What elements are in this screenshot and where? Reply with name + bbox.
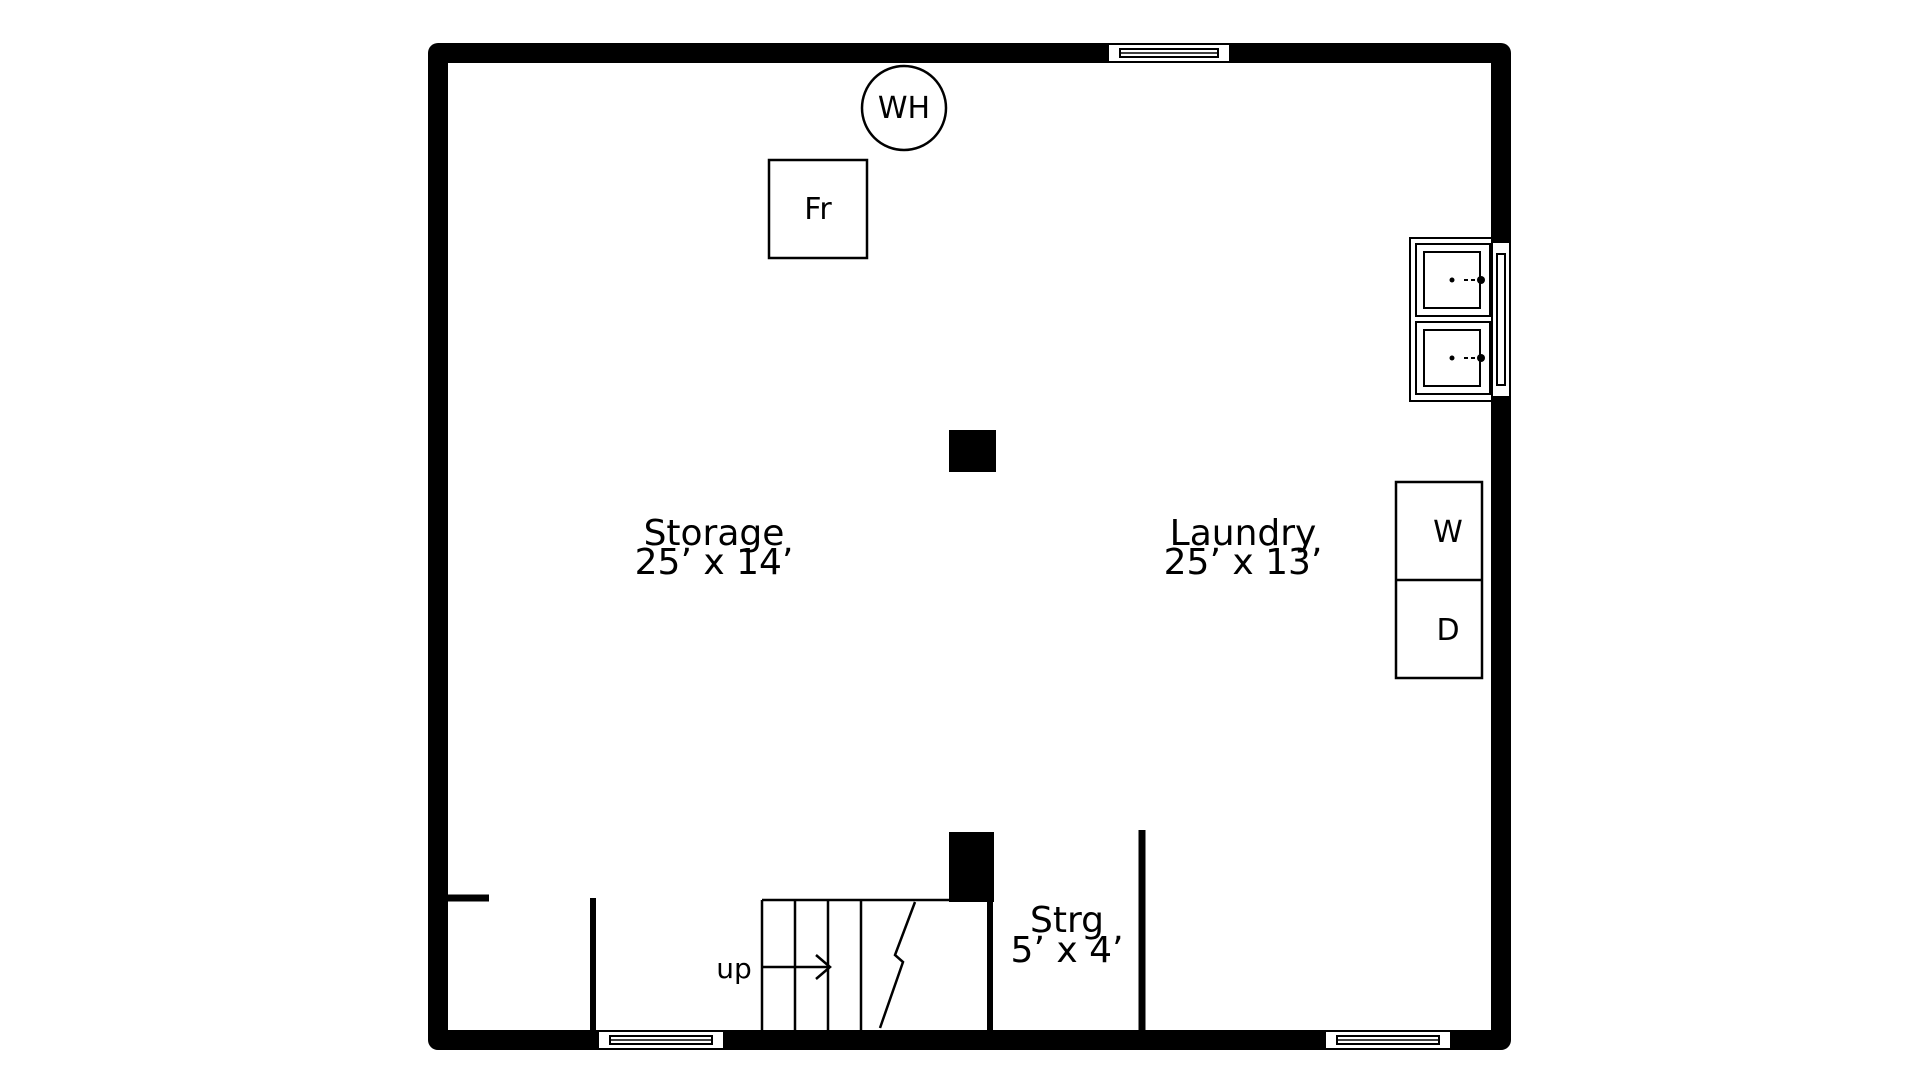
washer-dryer: W D — [1394, 480, 1484, 680]
room-strg: Strg 5’ x 4’ — [1011, 900, 1124, 971]
room-name: Strg — [1030, 900, 1104, 941]
room-storage: Storage 25’ x 14’ — [635, 513, 794, 583]
water-heater: WH — [860, 64, 948, 152]
room-dims: 25’ x 14’ — [635, 542, 794, 583]
window-top — [1107, 43, 1231, 63]
room-name: Laundry — [1170, 513, 1317, 554]
stairs-direction-label: up — [716, 952, 752, 985]
window-bottom-right — [1324, 1030, 1452, 1050]
exterior-wall — [428, 43, 1511, 1050]
stairs: up — [716, 898, 990, 1030]
freezer-label: Fr — [804, 192, 832, 227]
room-dims: 5’ x 4’ — [1011, 930, 1124, 971]
room-laundry: Laundry 25’ x 13’ — [1164, 513, 1323, 583]
freezer: Fr — [767, 158, 869, 260]
room-dims: 25’ x 13’ — [1164, 542, 1323, 583]
dryer-label: D — [1436, 613, 1459, 648]
window-bottom-left — [597, 1030, 725, 1050]
room-name: Storage — [644, 513, 785, 554]
laundry-sink — [1409, 237, 1493, 402]
window-right — [1491, 241, 1511, 398]
support-column — [949, 430, 996, 472]
washer-label: W — [1433, 515, 1463, 550]
water-heater-label: WH — [878, 91, 930, 126]
support-column-lower — [949, 832, 994, 902]
